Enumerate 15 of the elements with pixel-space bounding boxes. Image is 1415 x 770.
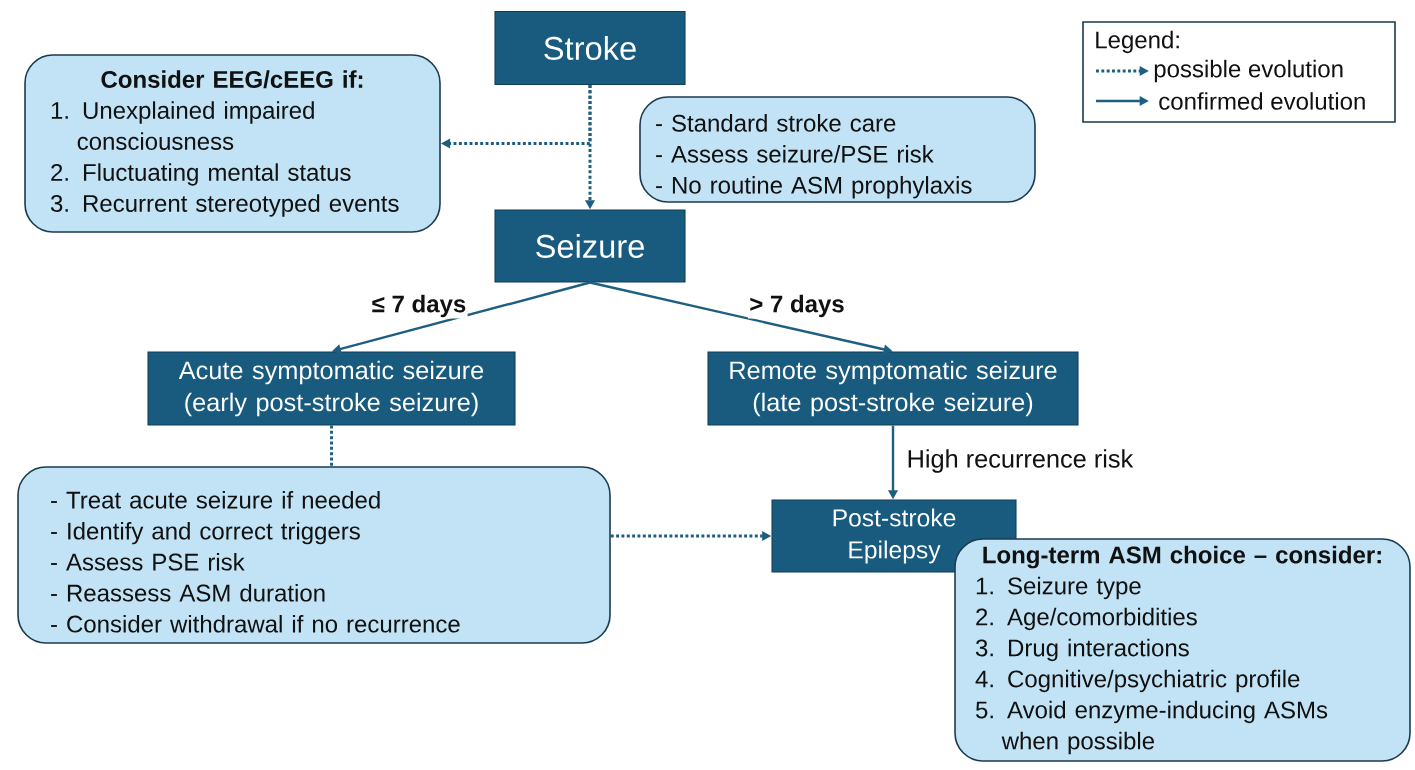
edge-label: > 7 days [747,293,847,319]
note-box: - Standard stroke care - Assess seizure/PSE risk - No routine ASM prophylaxis [639,96,1036,203]
edge-label: ≤ 7 days [370,293,468,319]
note-box: Long-term ASM choice – consider: 1. Seizure type 2. Age/comorbidities 3. Drug interactions 4. Cognitive/psychiatric profile 5. Avoid enzyme-inducing ASMs when possible [954,538,1411,762]
legend-text: possible evolution [1154,59,1343,83]
note-box: Consider EEG/cEEG if: 1. Unexplained impaired consciousness 2. Fluctuating mental status 3. Recurrent stereotyped events [24,54,441,233]
legend-text: confirmed evolution [1159,92,1365,110]
process-box: Seizure [494,209,686,283]
legend-title: Legend: [1096,30,1179,54]
process-box: Stroke [494,10,686,86]
dotted-line [330,425,333,467]
process-box: Acute symptomatic seizure (early post-stroke seizure) [147,351,516,426]
process-box: Remote symptomatic seizure (late post-stroke seizure) [707,351,1079,426]
note-box: - Treat acute seizure if needed - Identify and correct triggers - Assess PSE risk - Reassess ASM duration - Consider withdrawal if no recurrence [17,466,611,644]
edge-label: High recurrence risk [905,447,1135,475]
